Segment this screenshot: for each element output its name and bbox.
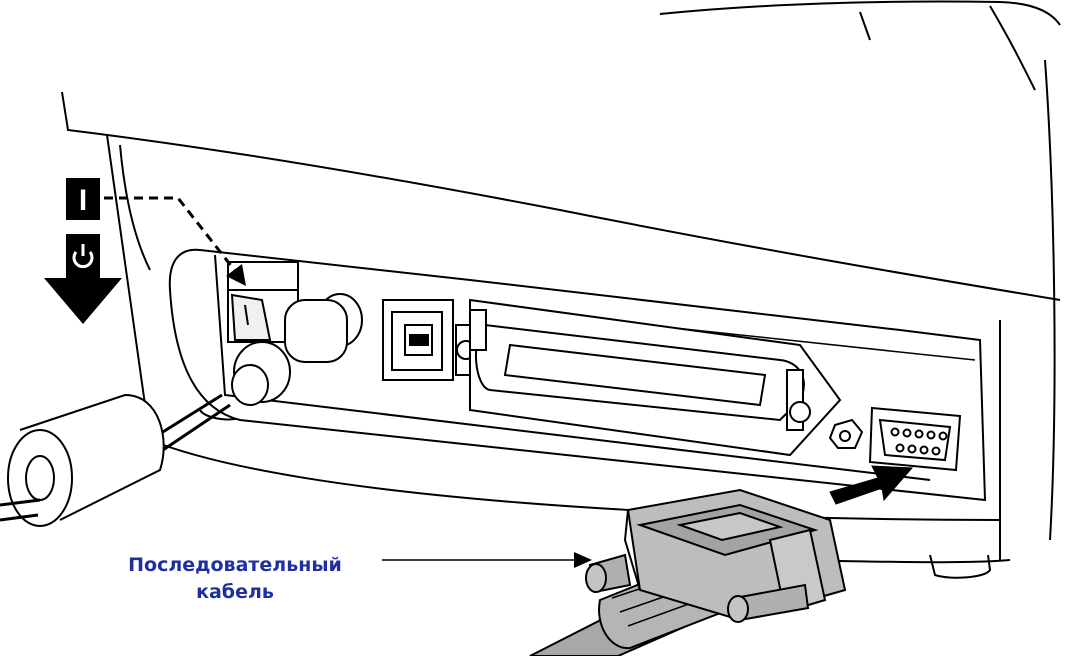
serial-cable-label-line2: кабель [196, 581, 274, 603]
leader-arrowhead-icon [226, 264, 246, 286]
switch-position-badge: I [44, 178, 122, 324]
serial-cable [529, 488, 847, 656]
dashed-leader-line [104, 196, 238, 273]
callout-arrowhead-icon [574, 552, 592, 568]
insert-arrow-icon [829, 465, 914, 505]
serial-port [828, 406, 962, 472]
serial-cable-label: Последовательный кабель [60, 552, 410, 606]
printer-body [61, 0, 1061, 579]
ferrite-core [0, 393, 165, 527]
on-symbol: I [79, 184, 87, 217]
down-arrow-icon [44, 274, 122, 324]
parallel-port [469, 298, 842, 457]
serial-cable-label-line1: Последовательный [128, 554, 342, 576]
power-icon [72, 244, 94, 269]
